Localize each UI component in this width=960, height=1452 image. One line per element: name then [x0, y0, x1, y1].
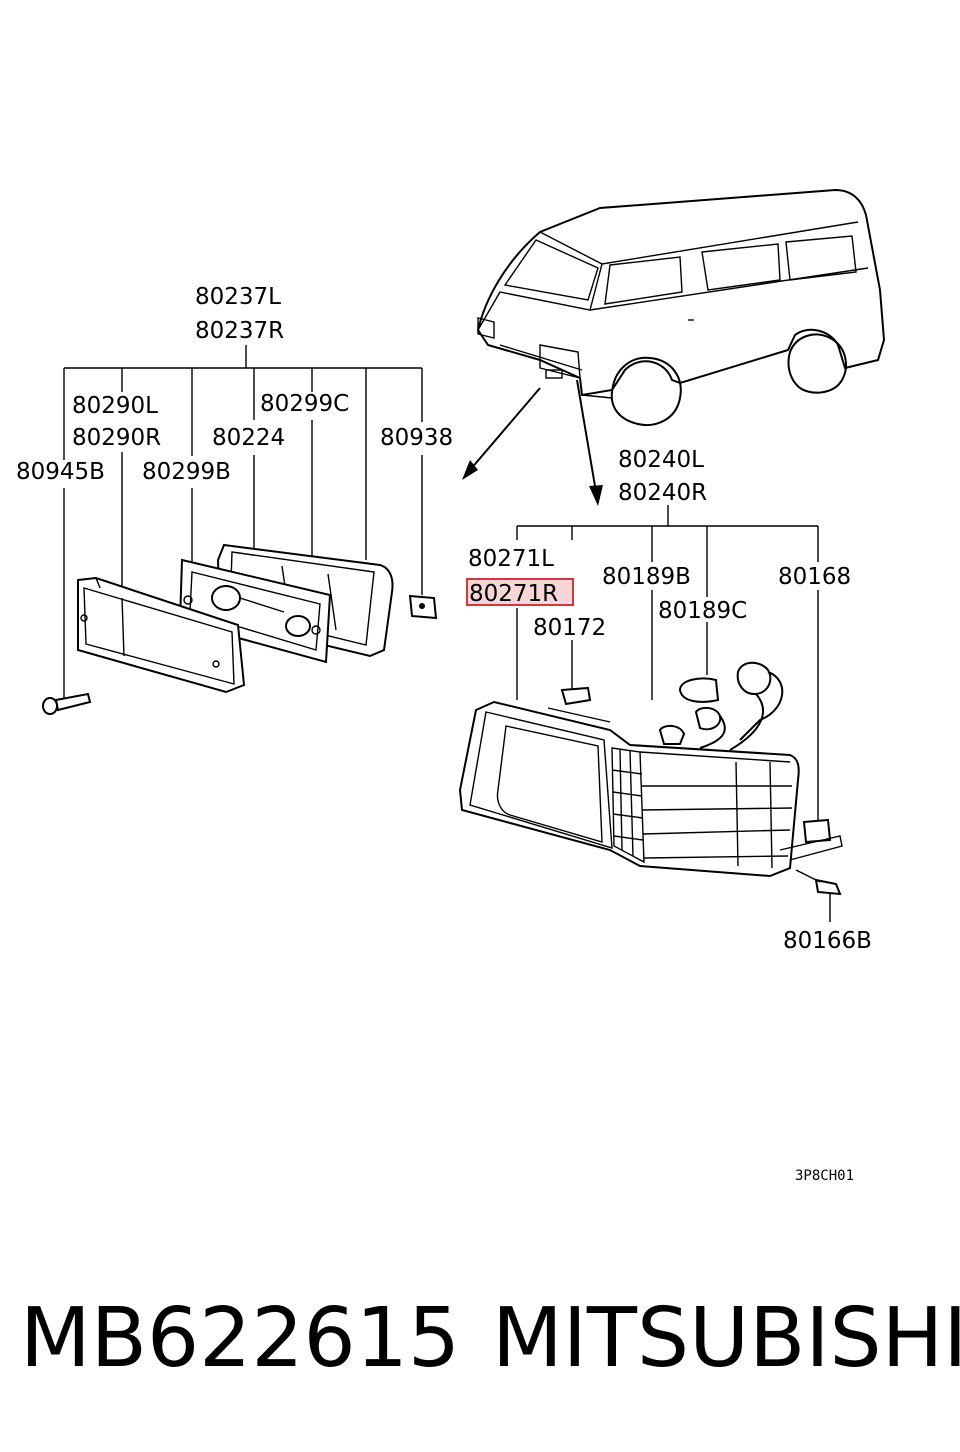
label-80271r: 80271R — [469, 581, 558, 607]
left-parts — [42, 543, 438, 715]
right-callout-lines — [516, 505, 831, 922]
label-80189c: 80189C — [658, 598, 747, 624]
label-80240r: 80240R — [618, 480, 707, 506]
right-parts — [458, 661, 843, 896]
label-80172: 80172 — [533, 615, 606, 641]
van-illustration — [476, 188, 886, 426]
label-80290l: 80290L — [72, 393, 158, 419]
diagram-code: 3P8CH01 — [795, 1168, 854, 1184]
highlight-box — [466, 578, 574, 606]
label-80271l: 80271L — [468, 546, 554, 572]
left-labels: 80237L 80237R 80290L 80290R 80945B 80299… — [16, 284, 453, 485]
label-80240l: 80240L — [618, 447, 704, 473]
label-80237r: 80237R — [195, 318, 284, 344]
label-80945b: 80945B — [16, 459, 105, 485]
label-80237l: 80237L — [195, 284, 281, 310]
brand-name: MITSUBISHI — [492, 1291, 960, 1386]
right-labels: 80240L 80240R 80271L 80271R 80189B 80189… — [466, 447, 872, 954]
part-number: MB622615 — [20, 1291, 460, 1386]
label-80290r: 80290R — [72, 425, 161, 451]
label-80224: 80224 — [212, 425, 285, 451]
label-80299b: 80299B — [142, 459, 231, 485]
label-80168: 80168 — [778, 564, 851, 590]
pointer-arrows — [462, 379, 603, 506]
label-80299c: 80299C — [260, 391, 349, 417]
label-80938: 80938 — [380, 425, 453, 451]
label-80166b: 80166B — [783, 928, 872, 954]
label-80189b: 80189B — [602, 564, 691, 590]
